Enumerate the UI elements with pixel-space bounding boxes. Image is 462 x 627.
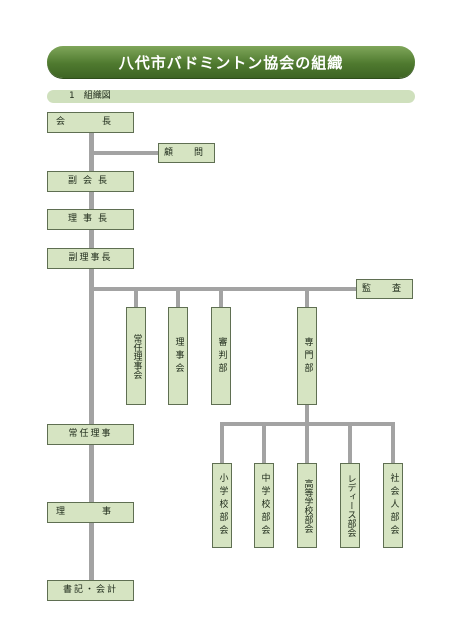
node-chairman: 会 長 — [47, 112, 134, 133]
connector-ladies — [348, 426, 352, 463]
connector-main-vertical — [89, 132, 94, 582]
connector-sub-horizontal — [220, 422, 395, 426]
connector-special-down — [305, 405, 309, 424]
connector-high-school — [305, 426, 309, 463]
node-standing-directors: 常任理事 — [47, 424, 134, 445]
connector-special — [305, 291, 309, 307]
section-bar: 1 組織図 — [47, 90, 415, 103]
node-board: 理事会 — [168, 307, 188, 405]
connector-elementary — [220, 426, 224, 463]
connector-standing-board — [134, 291, 138, 307]
node-ladies-dept: レディース部会 — [340, 463, 360, 548]
node-vice-director-general: 副理事長 — [47, 248, 134, 269]
node-adult-dept: 社会人部会 — [383, 463, 403, 548]
connector-referee — [219, 291, 223, 307]
node-elementary-dept: 小学校部会 — [212, 463, 232, 548]
node-special-dept: 専門部 — [297, 307, 317, 405]
connector-junior-high — [262, 426, 266, 463]
connector-advisor — [94, 151, 158, 155]
node-high-school-dept: 高等学校部会 — [297, 463, 317, 548]
node-directors: 理 事 — [47, 502, 134, 523]
title-banner: 八代市バドミントン協会の組織 — [47, 46, 415, 78]
node-secretary-accountant: 書記・会計 — [47, 580, 134, 601]
node-director-general: 理事長 — [47, 209, 134, 230]
section-heading: 1 組織図 — [69, 91, 111, 101]
connector-adult — [391, 426, 395, 463]
page-title: 八代市バドミントン協会の組織 — [118, 53, 344, 72]
connector-branch-horizontal — [94, 287, 356, 291]
node-standing-board: 常任理事会 — [126, 307, 146, 405]
node-advisor: 顧 問 — [158, 143, 215, 163]
node-vice-chairman: 副会長 — [47, 171, 134, 192]
connector-board — [176, 291, 180, 307]
node-auditor: 監 査 — [356, 279, 413, 299]
node-junior-high-dept: 中学校部会 — [254, 463, 274, 548]
node-referee-dept: 審判部 — [211, 307, 231, 405]
